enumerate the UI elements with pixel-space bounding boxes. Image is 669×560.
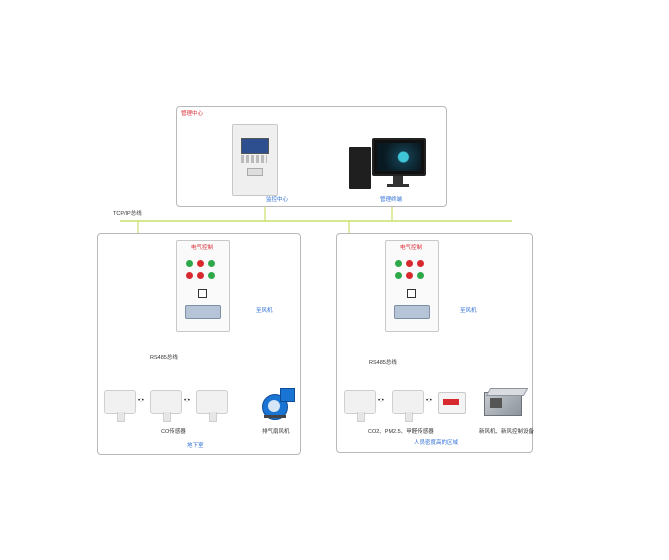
- right-control-module: [394, 305, 430, 319]
- pc-monitor: [372, 138, 426, 176]
- left-cabinet-title: 电气控制: [191, 245, 214, 251]
- controller-screen: [241, 138, 269, 154]
- right-electrical-cabinet: 电气控制: [385, 240, 439, 332]
- right-env-sensor-2: [392, 390, 424, 422]
- bus-label: TCP/IP总线: [113, 211, 142, 217]
- right-switch-icon[interactable]: [407, 289, 416, 298]
- controller-label: 监控中心: [266, 197, 289, 203]
- right-unit-label: 新风机、新风控制设备: [479, 429, 535, 435]
- left-co-sensor-2: [150, 390, 182, 422]
- controller-printer-slot: [247, 168, 263, 176]
- right-zone-label: 人员密度高的区域: [414, 440, 459, 446]
- right-connector-2: •:•: [426, 398, 432, 404]
- right-wire-label: RS485总线: [369, 360, 397, 366]
- right-env-sensor-1: [344, 390, 376, 422]
- left-btn-red-3[interactable]: [197, 272, 204, 279]
- right-btn-red-2[interactable]: [417, 260, 424, 267]
- left-switch-icon[interactable]: [198, 289, 207, 298]
- pc-tower: [349, 147, 371, 189]
- right-btn-green-1[interactable]: [395, 260, 402, 267]
- left-sensor-label: CO传感器: [161, 429, 186, 435]
- pc-monitor-stand: [393, 176, 403, 184]
- management-center-title: 管理中心: [181, 111, 204, 117]
- left-connector-1: •:•: [138, 398, 144, 404]
- left-electrical-cabinet: 电气控制: [176, 240, 230, 332]
- left-btn-red-1[interactable]: [197, 260, 204, 267]
- left-fan-label: 排气扇风机: [262, 429, 290, 435]
- right-display-unit: [438, 392, 466, 414]
- fresh-air-unit-icon: [484, 388, 529, 416]
- exhaust-fan-icon: [262, 388, 295, 420]
- right-btn-green-2[interactable]: [395, 272, 402, 279]
- right-btn-green-3[interactable]: [417, 272, 424, 279]
- left-btn-red-2[interactable]: [186, 272, 193, 279]
- right-btn-red-3[interactable]: [406, 272, 413, 279]
- right-cabinet-title: 电气控制: [400, 245, 423, 251]
- pc-monitor-screen: [377, 143, 421, 171]
- monitoring-controller: [232, 124, 278, 196]
- left-co-sensor-1: [104, 390, 136, 422]
- controller-keypad: [241, 155, 267, 163]
- right-btn-red-1[interactable]: [406, 260, 413, 267]
- left-connector-2: •:•: [184, 398, 190, 404]
- right-connector-1: •:•: [378, 398, 384, 404]
- left-exhaust-label: 至风机: [256, 308, 273, 314]
- left-co-sensor-3: [196, 390, 228, 422]
- left-btn-green-2[interactable]: [208, 260, 215, 267]
- right-sensor-label: CO2、PM2.5、甲醛传感器: [368, 429, 434, 435]
- left-zone-label: 地下室: [187, 443, 204, 449]
- pc-monitor-base: [387, 184, 409, 187]
- pc-label: 管理终端: [380, 197, 403, 203]
- left-btn-green-3[interactable]: [208, 272, 215, 279]
- left-wire-label: RS485总线: [150, 355, 178, 361]
- left-control-module: [185, 305, 221, 319]
- right-exhaust-label: 至风机: [460, 308, 477, 314]
- left-btn-green-1[interactable]: [186, 260, 193, 267]
